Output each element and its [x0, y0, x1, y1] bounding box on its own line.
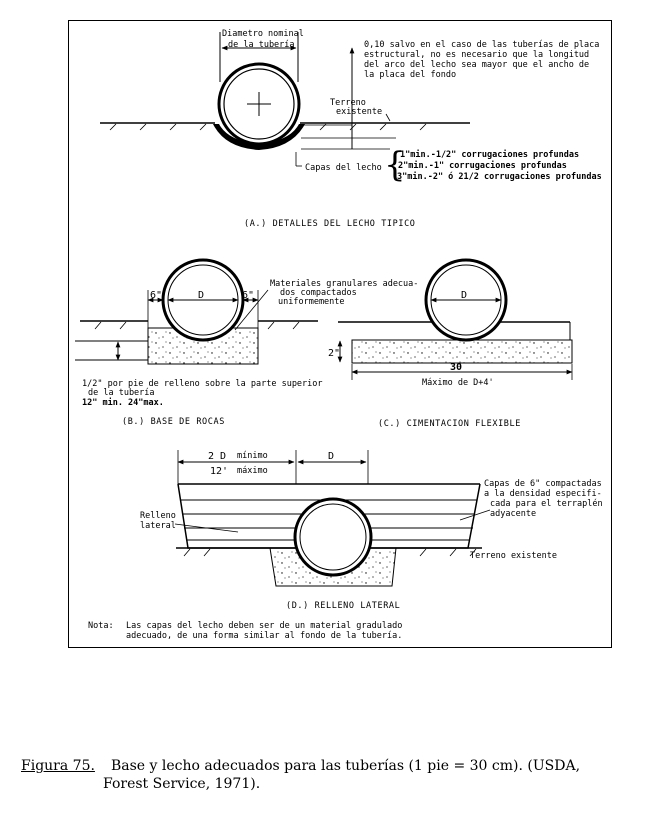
width-12: 12' — [210, 466, 228, 477]
side-fill-2: lateral — [140, 521, 176, 531]
width-2d-note: mínimo — [237, 451, 268, 461]
panel-a: Diametro nominal de la tubería 0,10 salv… — [100, 29, 602, 229]
width-2d: 2 D — [208, 451, 226, 462]
figure-caption-line-1: Base y lecho adecuados para las tuberías… — [110, 758, 581, 774]
figure-caption: Figura 75. Base y lecho adecuados para la… — [21, 757, 621, 793]
width-label: Máximo de D+4' — [422, 378, 494, 388]
terreno-d: Terreno existente — [470, 551, 557, 561]
caption-c: (C.) CIMENTACION FLEXIBLE — [378, 419, 521, 429]
figure-frame — [68, 20, 612, 648]
panel-d: 2 D mínimo 12' máximo D Capas de 6" comp… — [140, 450, 603, 611]
note-line-2: adecuado, de una forma similar al fondo … — [126, 631, 402, 641]
width-value: 30 — [450, 362, 462, 373]
terreno-a-1: Terreno — [330, 98, 366, 108]
width-12-note: máximo — [237, 466, 268, 476]
bed-option-1: 1"min.-1/2" corrugaciones profundas — [400, 149, 579, 160]
dim-label-diameter: Diametro nominal — [222, 29, 304, 39]
depth-label: 2" — [328, 348, 340, 359]
side-fill-1: Relleno — [140, 511, 176, 521]
six-inch-right: 6" — [242, 290, 254, 301]
materials-3: uniformemente — [278, 297, 345, 307]
caption-d: (D.) RELLENO LATERAL — [286, 601, 400, 611]
six-inch-left: 6" — [150, 290, 162, 301]
capas-del-lecho-label: Capas del lecho — [305, 163, 382, 173]
bed-option-2: 2"min.-1" corrugaciones profundas — [398, 160, 567, 171]
materials-2: dos compactados — [280, 288, 357, 298]
figure-number: Figura 75. — [21, 758, 95, 774]
note-a-line-3: del arco del lecho sea mayor que el anch… — [364, 60, 589, 70]
d-label-b: D — [198, 290, 204, 301]
bed-option-3: 3"min.-2" ó 21/2 corrugaciones profundas — [397, 171, 602, 182]
note-line-1: Las capas del lecho deben ser de un mate… — [126, 621, 402, 631]
layers-1: Capas de 6" compactadas — [484, 479, 602, 489]
panel-b: 6" 6" D Materiales granulares adecua- do… — [75, 258, 418, 427]
note-b-line-1: 1/2" por pie de relleno sobre la parte s… — [82, 379, 323, 389]
layers-3: cada para el terraplén — [490, 498, 603, 509]
note-a-line-1: 0,10 salvo en el caso de las tuberías de… — [364, 40, 599, 50]
d-label-d: D — [328, 451, 334, 462]
figure-caption-line-2: Forest Service, 1971). — [103, 776, 261, 792]
panel-c: D 2" 30 Máximo de D+4' (C.) CIMENTACION … — [328, 258, 573, 429]
layers-4: adyacente — [490, 509, 536, 519]
note: Nota: Las capas del lecho deben ser de u… — [88, 621, 402, 641]
d-label-c: D — [461, 290, 467, 301]
caption-b: (B.) BASE DE ROCAS — [122, 417, 225, 427]
materials-1: Materiales granulares adecua- — [270, 279, 418, 289]
brace: { — [384, 145, 406, 185]
dim-label-pipe: de la tubería — [228, 40, 295, 50]
note-b-line-3: 12" min. 24"max. — [82, 397, 164, 408]
layers-2: a la densidad especifi- — [484, 489, 602, 499]
note-a-line-4: la placa del fondo — [364, 70, 456, 80]
caption-a: (A.) DETALLES DEL LECHO TIPICO — [244, 219, 416, 229]
note-a-line-2: estructural, no es necesario que la long… — [364, 50, 589, 60]
terreno-a-2: existente — [336, 107, 382, 117]
note-label: Nota: — [88, 621, 114, 631]
note-b-line-2: de la tubería — [88, 388, 155, 398]
